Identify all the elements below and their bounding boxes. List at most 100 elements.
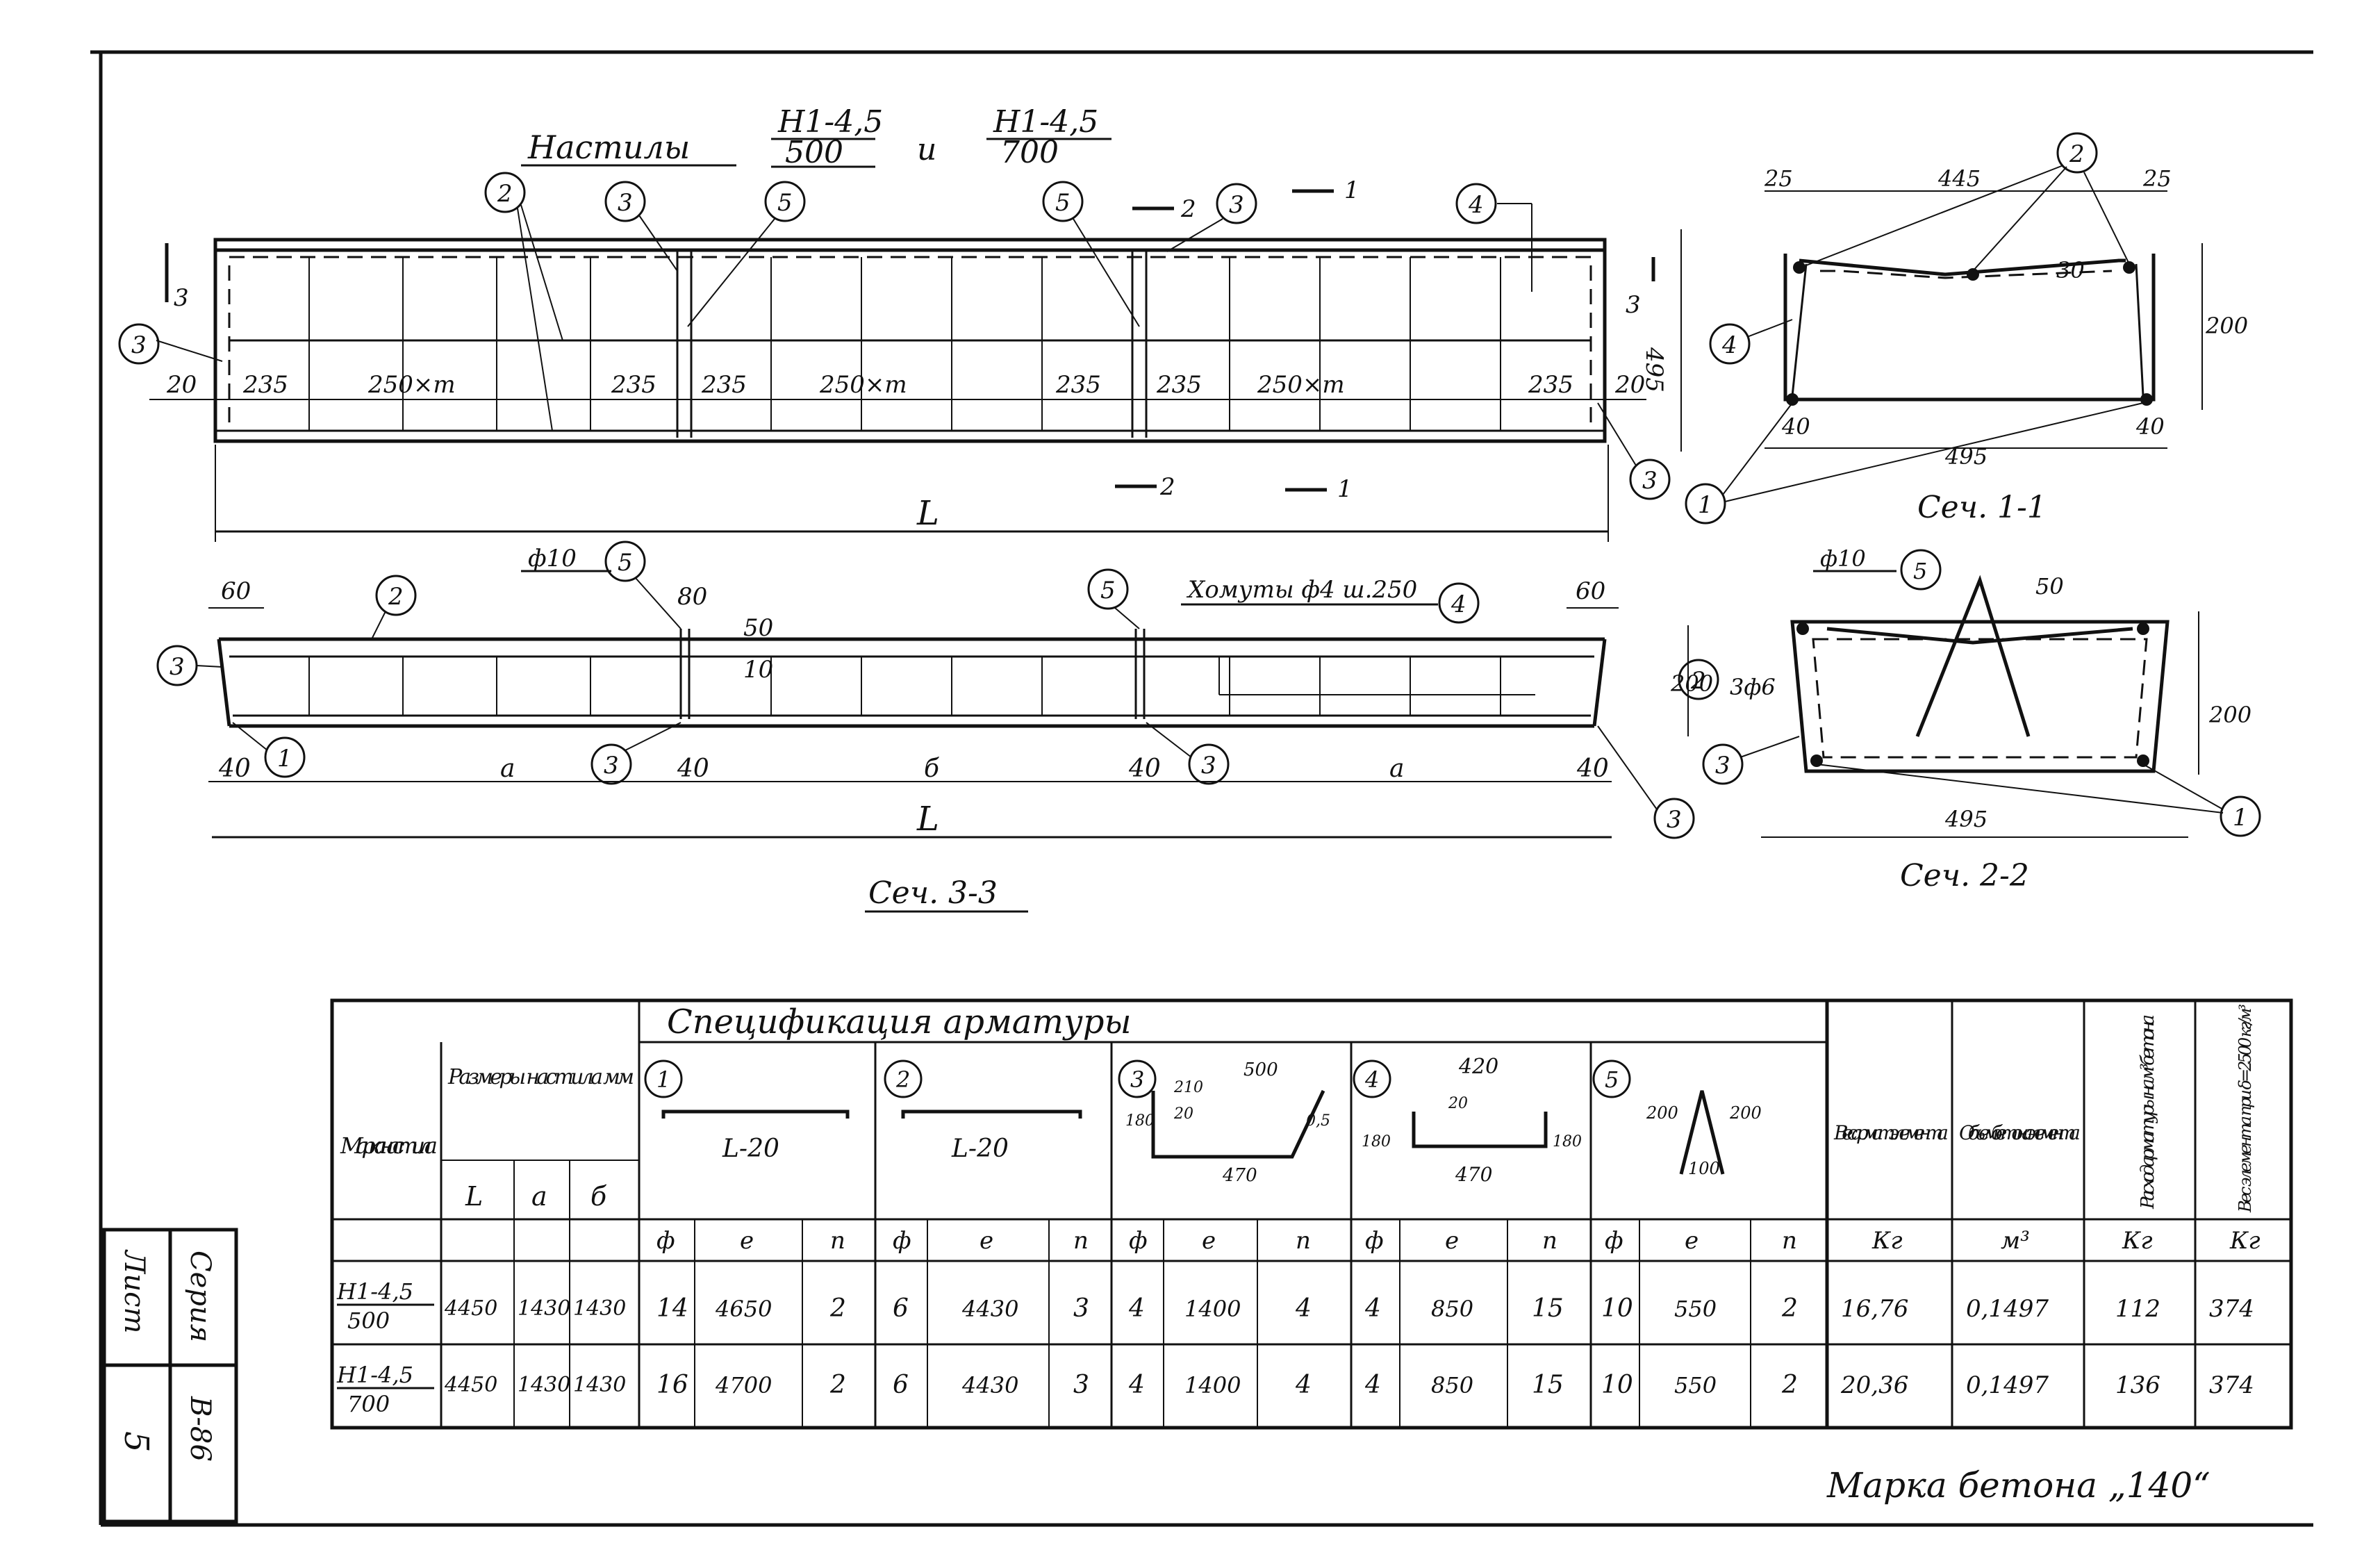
plan-dim-6: 235 xyxy=(1055,371,1101,399)
s11-callout-4: 4 xyxy=(1721,331,1737,359)
plan-dim-2: 250×m xyxy=(367,371,456,399)
row2-rate: 136 xyxy=(2115,1371,2160,1399)
group5-dim-200l: 200 xyxy=(1646,1103,1678,1123)
plan-callout-3c: 3 xyxy=(131,331,147,359)
row2-mark-bottom: 700 xyxy=(347,1391,390,1417)
size-sub-b: б xyxy=(590,1181,607,1212)
row2-g1-phi: 16 xyxy=(656,1371,688,1399)
elev-d60-left: 60 xyxy=(221,577,251,605)
g3-sub-phi: ф xyxy=(1129,1227,1148,1255)
cut-2-bottom: 2 xyxy=(1159,473,1175,501)
elev-dim-40d: 40 xyxy=(1576,754,1609,783)
elev-dim-a2: a xyxy=(1389,754,1404,783)
elev-dim-b: б xyxy=(924,754,940,783)
stamp-series-label: Серия xyxy=(184,1251,216,1342)
row1-g5-phi: 10 xyxy=(1601,1294,1633,1323)
section11-callouts: 2 4 1 xyxy=(1685,132,2144,525)
section-1-1: 25 445 25 30 200 40 40 495 2 4 1 Сеч. 1-… xyxy=(1685,132,2248,525)
s22-bar: ф10 xyxy=(1820,545,1866,572)
col-rate-header: Расход арматуры на м³ бетона xyxy=(2138,1014,2158,1210)
s11-width: 495 xyxy=(1944,443,1988,470)
row2-mark-top: Н1-4,5 xyxy=(336,1362,413,1388)
g2-sub-phi: ф xyxy=(893,1227,911,1255)
group3-dim-180: 180 xyxy=(1125,1112,1155,1130)
title-stamp: Лист Серия 5 В-86 xyxy=(102,1228,238,1524)
row1-g3-n: 4 xyxy=(1295,1294,1312,1323)
section-2-2: ф10 5 50 3ф6 200 495 2 3 1 Сеч. 2-2 xyxy=(1678,545,2261,893)
row2-b: 1430 xyxy=(573,1373,626,1397)
title-mark1-bottom: 500 xyxy=(785,135,843,170)
elev-callout-1: 1 xyxy=(277,745,292,773)
plan-callouts: 2 3 5 5 3 4 3 3 xyxy=(118,172,1671,500)
row1-g1-phi: 14 xyxy=(656,1294,688,1323)
row1-g3-phi: 4 xyxy=(1128,1294,1145,1323)
group3-dim-20: 20 xyxy=(1173,1105,1193,1123)
col-volume-header: Объем бетона элемента xyxy=(1959,1121,2081,1144)
s22-d50: 50 xyxy=(2035,573,2064,600)
g3-sub-e: e xyxy=(1202,1227,1216,1255)
cut-1-top: 1 xyxy=(1344,176,1360,204)
group1-num: 1 xyxy=(656,1066,670,1093)
row1-g1-e: 4650 xyxy=(715,1296,772,1322)
plan-dim-9: 235 xyxy=(1528,371,1573,399)
table-row: Н1-4,5 700 4450 1430 1430 16 4700 2 6 44… xyxy=(336,1362,2254,1417)
row1-g4-e: 850 xyxy=(1431,1296,1473,1322)
cut-2-top: 2 xyxy=(1180,195,1196,223)
title-prefix: Настилы xyxy=(527,129,690,166)
s11-dim-25r: 25 xyxy=(2142,165,2172,192)
row2-g4-e: 850 xyxy=(1431,1372,1473,1399)
plan-callout-4: 4 xyxy=(1468,191,1484,219)
row2-L: 4450 xyxy=(444,1373,497,1397)
drawing-title: Настилы Н1-4,5 500 и Н1-4,5 700 xyxy=(521,104,1112,170)
row2-g1-e: 4700 xyxy=(715,1372,772,1399)
s22-side: 3ф6 xyxy=(1730,674,1776,700)
group3-dim-470: 470 xyxy=(1222,1165,1257,1186)
elev-callout-3b: 3 xyxy=(604,752,619,780)
group5-dim-200r: 200 xyxy=(1729,1103,1762,1123)
row2-g2-e: 4430 xyxy=(961,1372,1018,1399)
elev-d60-right: 60 xyxy=(1576,577,1605,605)
g5-sub-n: n xyxy=(1782,1227,1797,1255)
plan-dim-0: 20 xyxy=(166,371,197,399)
row2-g3-e: 1400 xyxy=(1184,1372,1241,1399)
row2-g5-phi: 10 xyxy=(1601,1371,1633,1399)
unit-weight: Кг xyxy=(1871,1227,1903,1255)
plan-dim-1: 235 xyxy=(242,371,288,399)
group3-dim-500: 500 xyxy=(1243,1059,1278,1080)
row1-g4-n: 15 xyxy=(1532,1294,1564,1323)
row2-a: 1430 xyxy=(518,1373,570,1397)
cut-3-left: 3 xyxy=(174,284,189,312)
group4-dim-20: 20 xyxy=(1448,1095,1468,1112)
row2-g4-phi: 4 xyxy=(1364,1371,1381,1399)
cut-3-right: 3 xyxy=(1626,291,1641,319)
row2-g4-n: 15 xyxy=(1532,1371,1564,1399)
stamp-series-value: В-86 xyxy=(184,1396,216,1462)
plan-dim-4: 235 xyxy=(701,371,747,399)
size-sub-L: L xyxy=(465,1181,483,1212)
col-sizes-header: Размеры настила мм xyxy=(447,1065,634,1089)
row2-g2-phi: 6 xyxy=(893,1371,909,1399)
group3-num: 3 xyxy=(1130,1066,1144,1093)
s11-dim-25l: 25 xyxy=(1764,165,1793,192)
col-elem-weight-header: Вес элемента при δ=2500 кг/м³ xyxy=(2236,1004,2255,1213)
g1-sub-e: e xyxy=(740,1227,754,1255)
elev-callout-3c: 3 xyxy=(1201,752,1216,780)
title-mark2-bottom: 700 xyxy=(1000,135,1059,170)
row1-rate: 112 xyxy=(2115,1295,2160,1323)
row2-g5-e: 550 xyxy=(1674,1372,1717,1399)
elev-stirrups: Хомуты ф4 ш.250 xyxy=(1186,576,1417,604)
group3-dim-05: 0,5 xyxy=(1306,1112,1330,1130)
title-joiner: и xyxy=(917,132,936,167)
plan-dim-5: 250×m xyxy=(819,371,907,399)
spec-table: Спецификация арматуры Марка настила Разм… xyxy=(330,998,2293,1430)
elevation-callouts: 2 3 1 5 3 5 3 4 3 xyxy=(156,541,1695,839)
group3-dim-210: 210 xyxy=(1173,1079,1203,1096)
g1-sub-phi: ф xyxy=(656,1227,675,1255)
row1-g4-phi: 4 xyxy=(1364,1294,1381,1323)
plan-callout-3d: 3 xyxy=(1642,467,1658,495)
unit-volume: м³ xyxy=(2001,1227,2030,1255)
plan-callout-3a: 3 xyxy=(618,189,633,217)
g5-sub-e: e xyxy=(1685,1227,1699,1255)
unit-elem: Кг xyxy=(2229,1227,2261,1255)
